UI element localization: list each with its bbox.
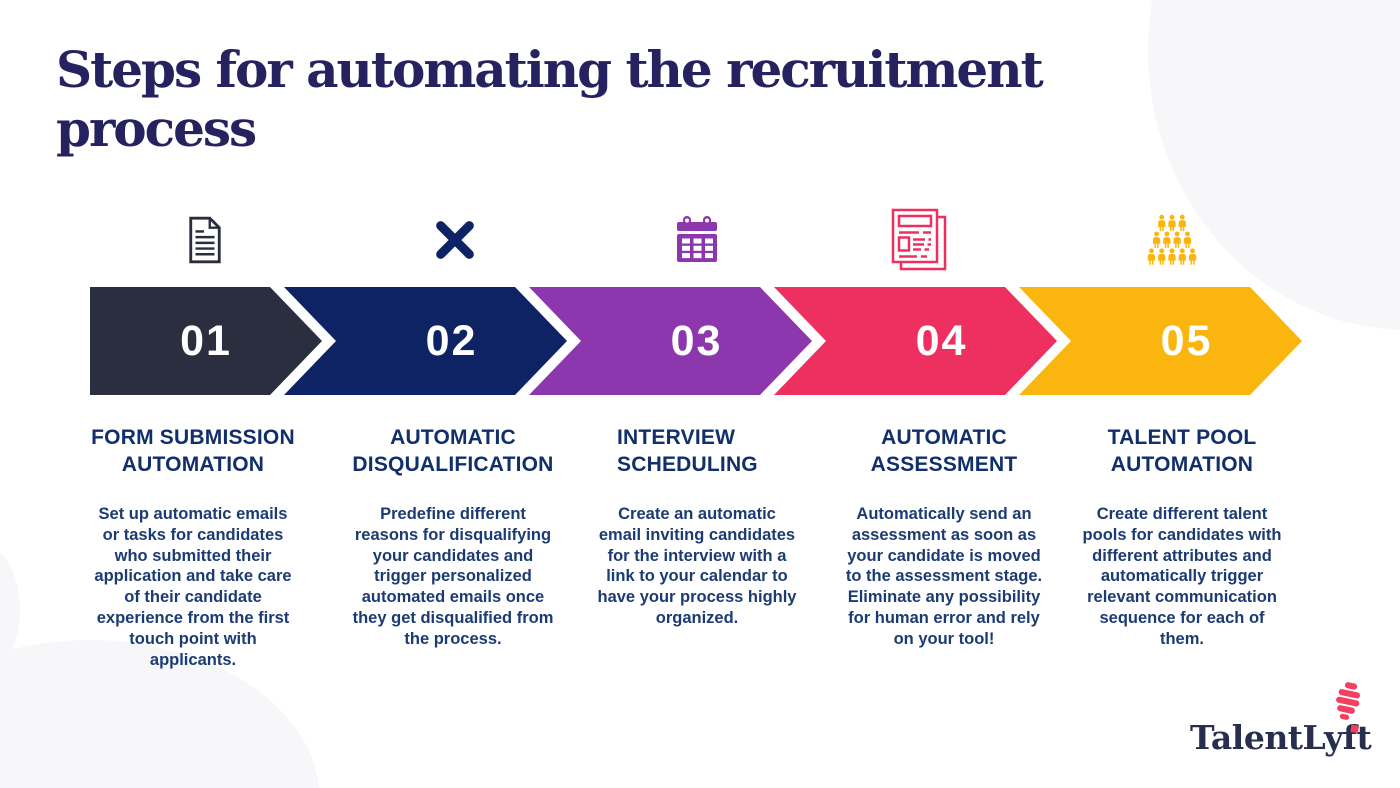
step-arrow-01: 01 xyxy=(90,287,322,395)
step-heading: TALENT POOL AUTOMATION xyxy=(1107,426,1257,476)
step-number: 05 xyxy=(1160,316,1213,365)
step-description: Create different talent pools for candid… xyxy=(1082,505,1282,648)
step-arrow-04: 04 xyxy=(774,287,1057,395)
step-column-4: AUTOMATIC ASSESSMENT Automatically send … xyxy=(819,424,1069,650)
step-heading: AUTOMATIC DISQUALIFICATION xyxy=(352,426,554,476)
document-icon xyxy=(171,206,239,274)
step-description: Predefine different reasons for disquali… xyxy=(352,505,554,648)
step-heading: AUTOMATIC ASSESSMENT xyxy=(870,426,1018,476)
step-column-2: AUTOMATIC DISQUALIFICATION Predefine dif… xyxy=(328,424,578,650)
step-number: 03 xyxy=(670,316,723,365)
step-heading: FORM SUBMISSION AUTOMATION xyxy=(91,426,295,476)
talent-pool-crowd-icon xyxy=(1138,206,1206,274)
step-arrow-05: 05 xyxy=(1019,287,1302,395)
balloon-icon xyxy=(1331,680,1365,743)
step-column-1: FORM SUBMISSION AUTOMATION Set up automa… xyxy=(68,424,318,670)
step-column-5: TALENT POOL AUTOMATION Create different … xyxy=(1057,424,1307,650)
step-description: Automatically send an assessment as soon… xyxy=(845,505,1043,648)
step-number: 02 xyxy=(425,316,478,365)
step-number: 01 xyxy=(180,316,232,365)
step-heading: INTERVIEW SCHEDULING xyxy=(617,426,758,476)
assessment-news-icon xyxy=(885,206,953,274)
talentlyft-logo-text: TalentLyft xyxy=(1190,718,1372,757)
step-description: Set up automatic emails or tasks for can… xyxy=(94,505,292,669)
step-column-3: INTERVIEW SCHEDULING Create an automatic… xyxy=(572,424,822,629)
step-number: 04 xyxy=(915,316,968,365)
x-cross-icon xyxy=(421,206,489,274)
step-arrow-03: 03 xyxy=(529,287,812,395)
step-description: Create an automatic email inviting candi… xyxy=(597,505,797,627)
calendar-icon xyxy=(663,206,731,274)
page-title: Steps for automating the recruitment pro… xyxy=(56,40,1044,158)
step-arrow-02: 02 xyxy=(284,287,567,395)
